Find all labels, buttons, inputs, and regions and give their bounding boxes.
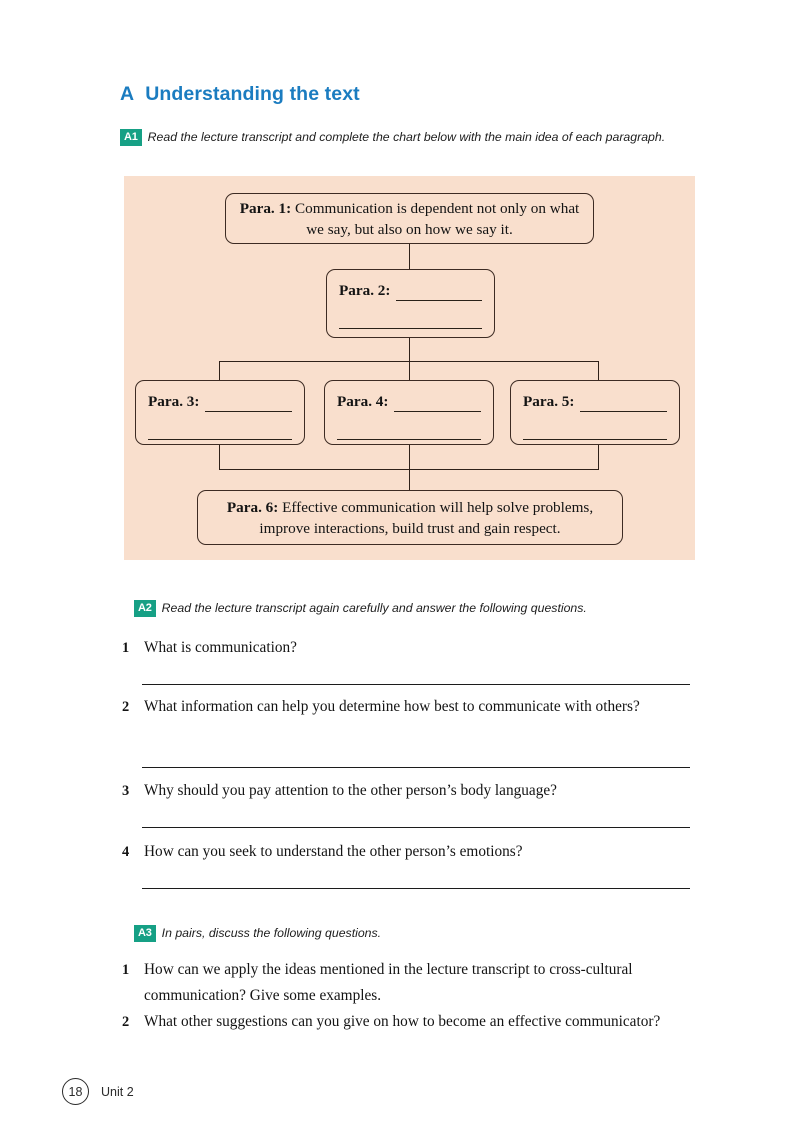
task-a1-instruction: A1 Read the lecture transcript and comple… [120,128,700,147]
task-badge-a1: A1 [120,129,142,146]
question-item: 1 How can we apply the ideas mentioned i… [122,957,700,1009]
chart-node-para6: Para. 6: Effective communication will he… [197,490,623,545]
question-number: 2 [122,699,130,715]
chart-node-para4: Para. 4: [324,380,494,445]
question-number: 1 [122,640,130,656]
chart-node-para1-text: Communication is dependent not only on w… [294,199,580,238]
chart-node-para5-blank-line-1[interactable] [580,397,667,412]
unit-label: Unit 2 [101,1084,134,1099]
question-text: What is communication? [144,639,297,656]
answer-line[interactable] [142,827,690,828]
chart-node-para5: Para. 5: [510,380,680,445]
question-text: What information can help you determine … [144,698,640,715]
task-badge-a2: A2 [134,600,156,617]
question-number: 3 [122,783,130,799]
question-item: 4 How can you seek to understand the oth… [122,839,697,865]
question-number: 2 [122,1014,130,1030]
connector-to-para5 [598,361,600,380]
connector-to-para4 [409,361,411,380]
chart-node-para2-label: Para. 2: [339,282,391,299]
page-footer: 18 Unit 2 [62,1078,134,1105]
task-a2-text: Read the lecture transcript again carefu… [161,601,587,615]
section-title-text: Understanding the text [145,83,360,105]
section-letter: A [120,83,135,105]
task-a3-instruction: A3 In pairs, discuss the following questi… [134,924,714,943]
answer-line[interactable] [142,684,690,685]
question-text: What other suggestions can you give on h… [144,1013,661,1030]
chart-node-para6-label: Para. 6: [226,498,279,516]
chart-node-para3-label: Para. 3: [148,393,200,410]
chart-node-para5-blank-line-2[interactable] [523,425,667,440]
question-text: Why should you pay attention to the othe… [144,782,557,799]
chart-node-para3-blank-line-1[interactable] [205,397,292,412]
chart-node-para1-label: Para. 1: [239,199,292,217]
question-item: 1 What is communication? [122,635,697,661]
chart-node-para6-text: Effective communication will help solve … [259,498,594,537]
chart-node-para4-blank-line-1[interactable] [394,397,481,412]
page-title: A Understanding the text [120,83,360,106]
question-number: 4 [122,844,130,860]
chart-node-para5-label: Para. 5: [523,393,575,410]
chart-node-para2-blank-line-2[interactable] [339,314,482,329]
task-badge-a3: A3 [134,925,156,942]
question-item: 3 Why should you pay attention to the ot… [122,778,697,804]
question-number: 1 [122,962,130,978]
chart-node-para4-label: Para. 4: [337,393,389,410]
chart-node-para1: Para. 1: Communication is dependent not … [225,193,594,244]
connector-from-para3 [219,445,221,470]
question-text: How can we apply the ideas mentioned in … [144,961,633,1004]
chart-node-para3-blank-line-2[interactable] [148,425,292,440]
connector-para1-para2 [409,244,411,269]
connector-to-para3 [219,361,221,380]
connector-from-para4 [409,445,411,490]
chart-node-para2: Para. 2: [326,269,495,338]
chart-node-para4-blank-line-2[interactable] [337,425,481,440]
task-a1-text: Read the lecture transcript and complete… [147,130,666,144]
paragraph-flow-chart: Para. 1: Communication is dependent not … [124,176,695,560]
connector-para2-stem [409,338,411,362]
chart-node-para3: Para. 3: [135,380,305,445]
connector-merge-bar-bottom [219,469,599,471]
connector-from-para5 [598,445,600,470]
task-a3-text: In pairs, discuss the following question… [161,926,382,940]
question-item: 2 What information can help you determin… [122,694,690,720]
chart-node-para2-blank-line-1[interactable] [396,286,482,301]
answer-line[interactable] [142,767,690,768]
question-item: 2 What other suggestions can you give on… [122,1009,682,1035]
question-text: How can you seek to understand the other… [144,843,523,860]
page-number: 18 [62,1078,89,1105]
answer-line[interactable] [142,888,690,889]
task-a2-instruction: A2 Read the lecture transcript again care… [134,599,714,618]
